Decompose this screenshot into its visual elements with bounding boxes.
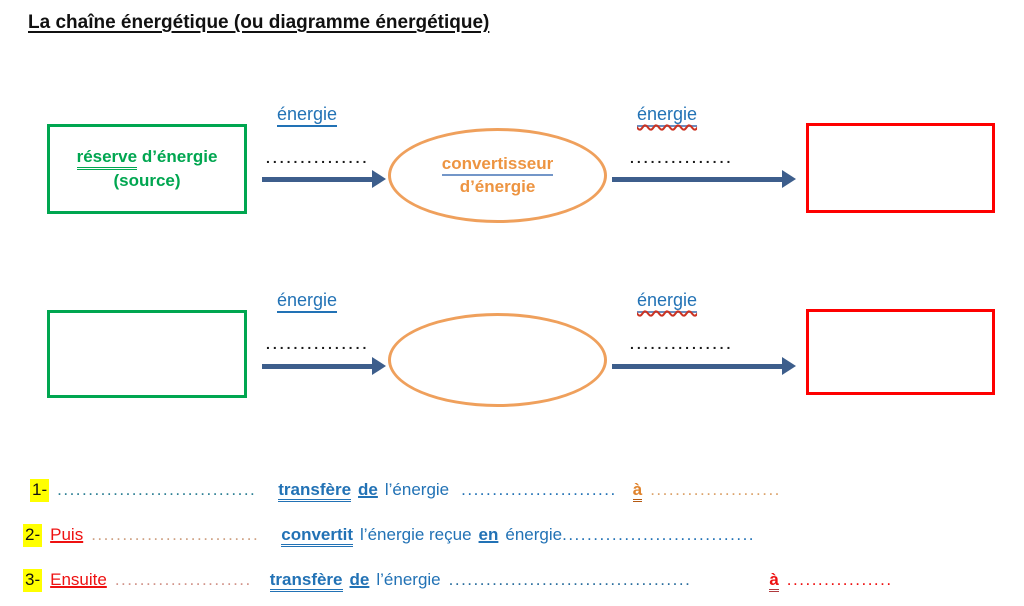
word-de: de	[358, 480, 378, 499]
energy-converter-ellipse: convertisseur d’énergie	[388, 128, 607, 223]
energy-receiver-box-row2	[806, 309, 995, 395]
arrow-shaft	[262, 177, 375, 182]
blank-dots: ................................	[57, 480, 257, 499]
blank-dots: ...........................	[91, 525, 260, 544]
energy-label-row1-right: énergie	[637, 104, 698, 127]
phrase-energie-recue: l’énergie reçue	[360, 525, 472, 544]
verb-convertit: convertit	[281, 526, 354, 547]
arrow-shaft	[612, 364, 785, 369]
energy-source-box-empty	[47, 310, 247, 398]
blank-dots: ...............................	[562, 525, 756, 544]
verb-transfere: transfère	[278, 481, 352, 502]
sentence-2: 2- Puis........................... convert…	[23, 524, 755, 547]
word-energie: énergie	[505, 525, 563, 544]
arrow-right-icon	[782, 357, 796, 375]
sentence-3-number: 3-	[23, 569, 43, 592]
blank-dots: .................	[786, 570, 893, 589]
converter-line2: d’énergie	[459, 176, 536, 196]
arrow-right-icon	[372, 170, 386, 188]
word-ensuite: Ensuite	[50, 570, 107, 589]
energy-label-row2-right: énergie	[637, 290, 698, 313]
word-puis: Puis	[50, 525, 84, 544]
energy-arrow-row1-left	[262, 170, 386, 188]
verb-transfere: transfère	[269, 571, 343, 592]
word-energie: l’énergie	[384, 480, 450, 499]
word-en: en	[478, 525, 499, 544]
dotted-blank-row2-right: ...............	[630, 336, 734, 352]
sentence-1-number: 1-	[30, 479, 50, 502]
energy-label-row1-left: énergie	[277, 104, 338, 127]
blank-dots: .........................	[461, 480, 617, 499]
blank-dots: ......................	[114, 570, 252, 589]
word-a: à	[632, 481, 643, 502]
blank-dots: .....................	[650, 480, 781, 499]
dotted-blank-row2-left: ...............	[266, 336, 370, 352]
dotted-blank-row1-left: ...............	[266, 150, 370, 166]
energy-label-row2-left: énergie	[277, 290, 338, 313]
sentence-1: 1-................................ transf…	[30, 479, 781, 502]
energy-receiver-box-row1	[806, 123, 995, 213]
arrow-shaft	[262, 364, 375, 369]
sentence-2-number: 2-	[23, 524, 43, 547]
dotted-blank-row1-right: ...............	[630, 150, 734, 166]
arrow-right-icon	[372, 357, 386, 375]
energy-arrow-row1-right	[612, 170, 796, 188]
source-word-underlined: réserve	[76, 147, 138, 170]
page-title: La chaîne énergétique (ou diagramme éner…	[28, 12, 490, 33]
blank-dots: .......................................	[448, 570, 692, 589]
word-a: à	[769, 571, 779, 592]
energy-source-box: réserve d’énergie (source)	[47, 124, 247, 214]
source-box-line2: (source)	[113, 170, 181, 190]
arrow-shaft	[612, 177, 785, 182]
source-word-rest: d’énergie	[137, 147, 218, 167]
source-box-line1: réserve d’énergie	[76, 146, 218, 170]
arrow-right-icon	[782, 170, 796, 188]
word-energie: l’énergie	[376, 570, 441, 589]
converter-word-underlined: convertisseur	[441, 154, 554, 176]
energy-arrow-row2-right	[612, 357, 796, 375]
converter-line1: convertisseur	[441, 153, 554, 176]
word-de: de	[349, 570, 370, 589]
sentence-3: 3- Ensuite...................... transfère…	[23, 569, 893, 592]
energy-converter-ellipse-empty	[388, 313, 607, 407]
energy-arrow-row2-left	[262, 357, 386, 375]
